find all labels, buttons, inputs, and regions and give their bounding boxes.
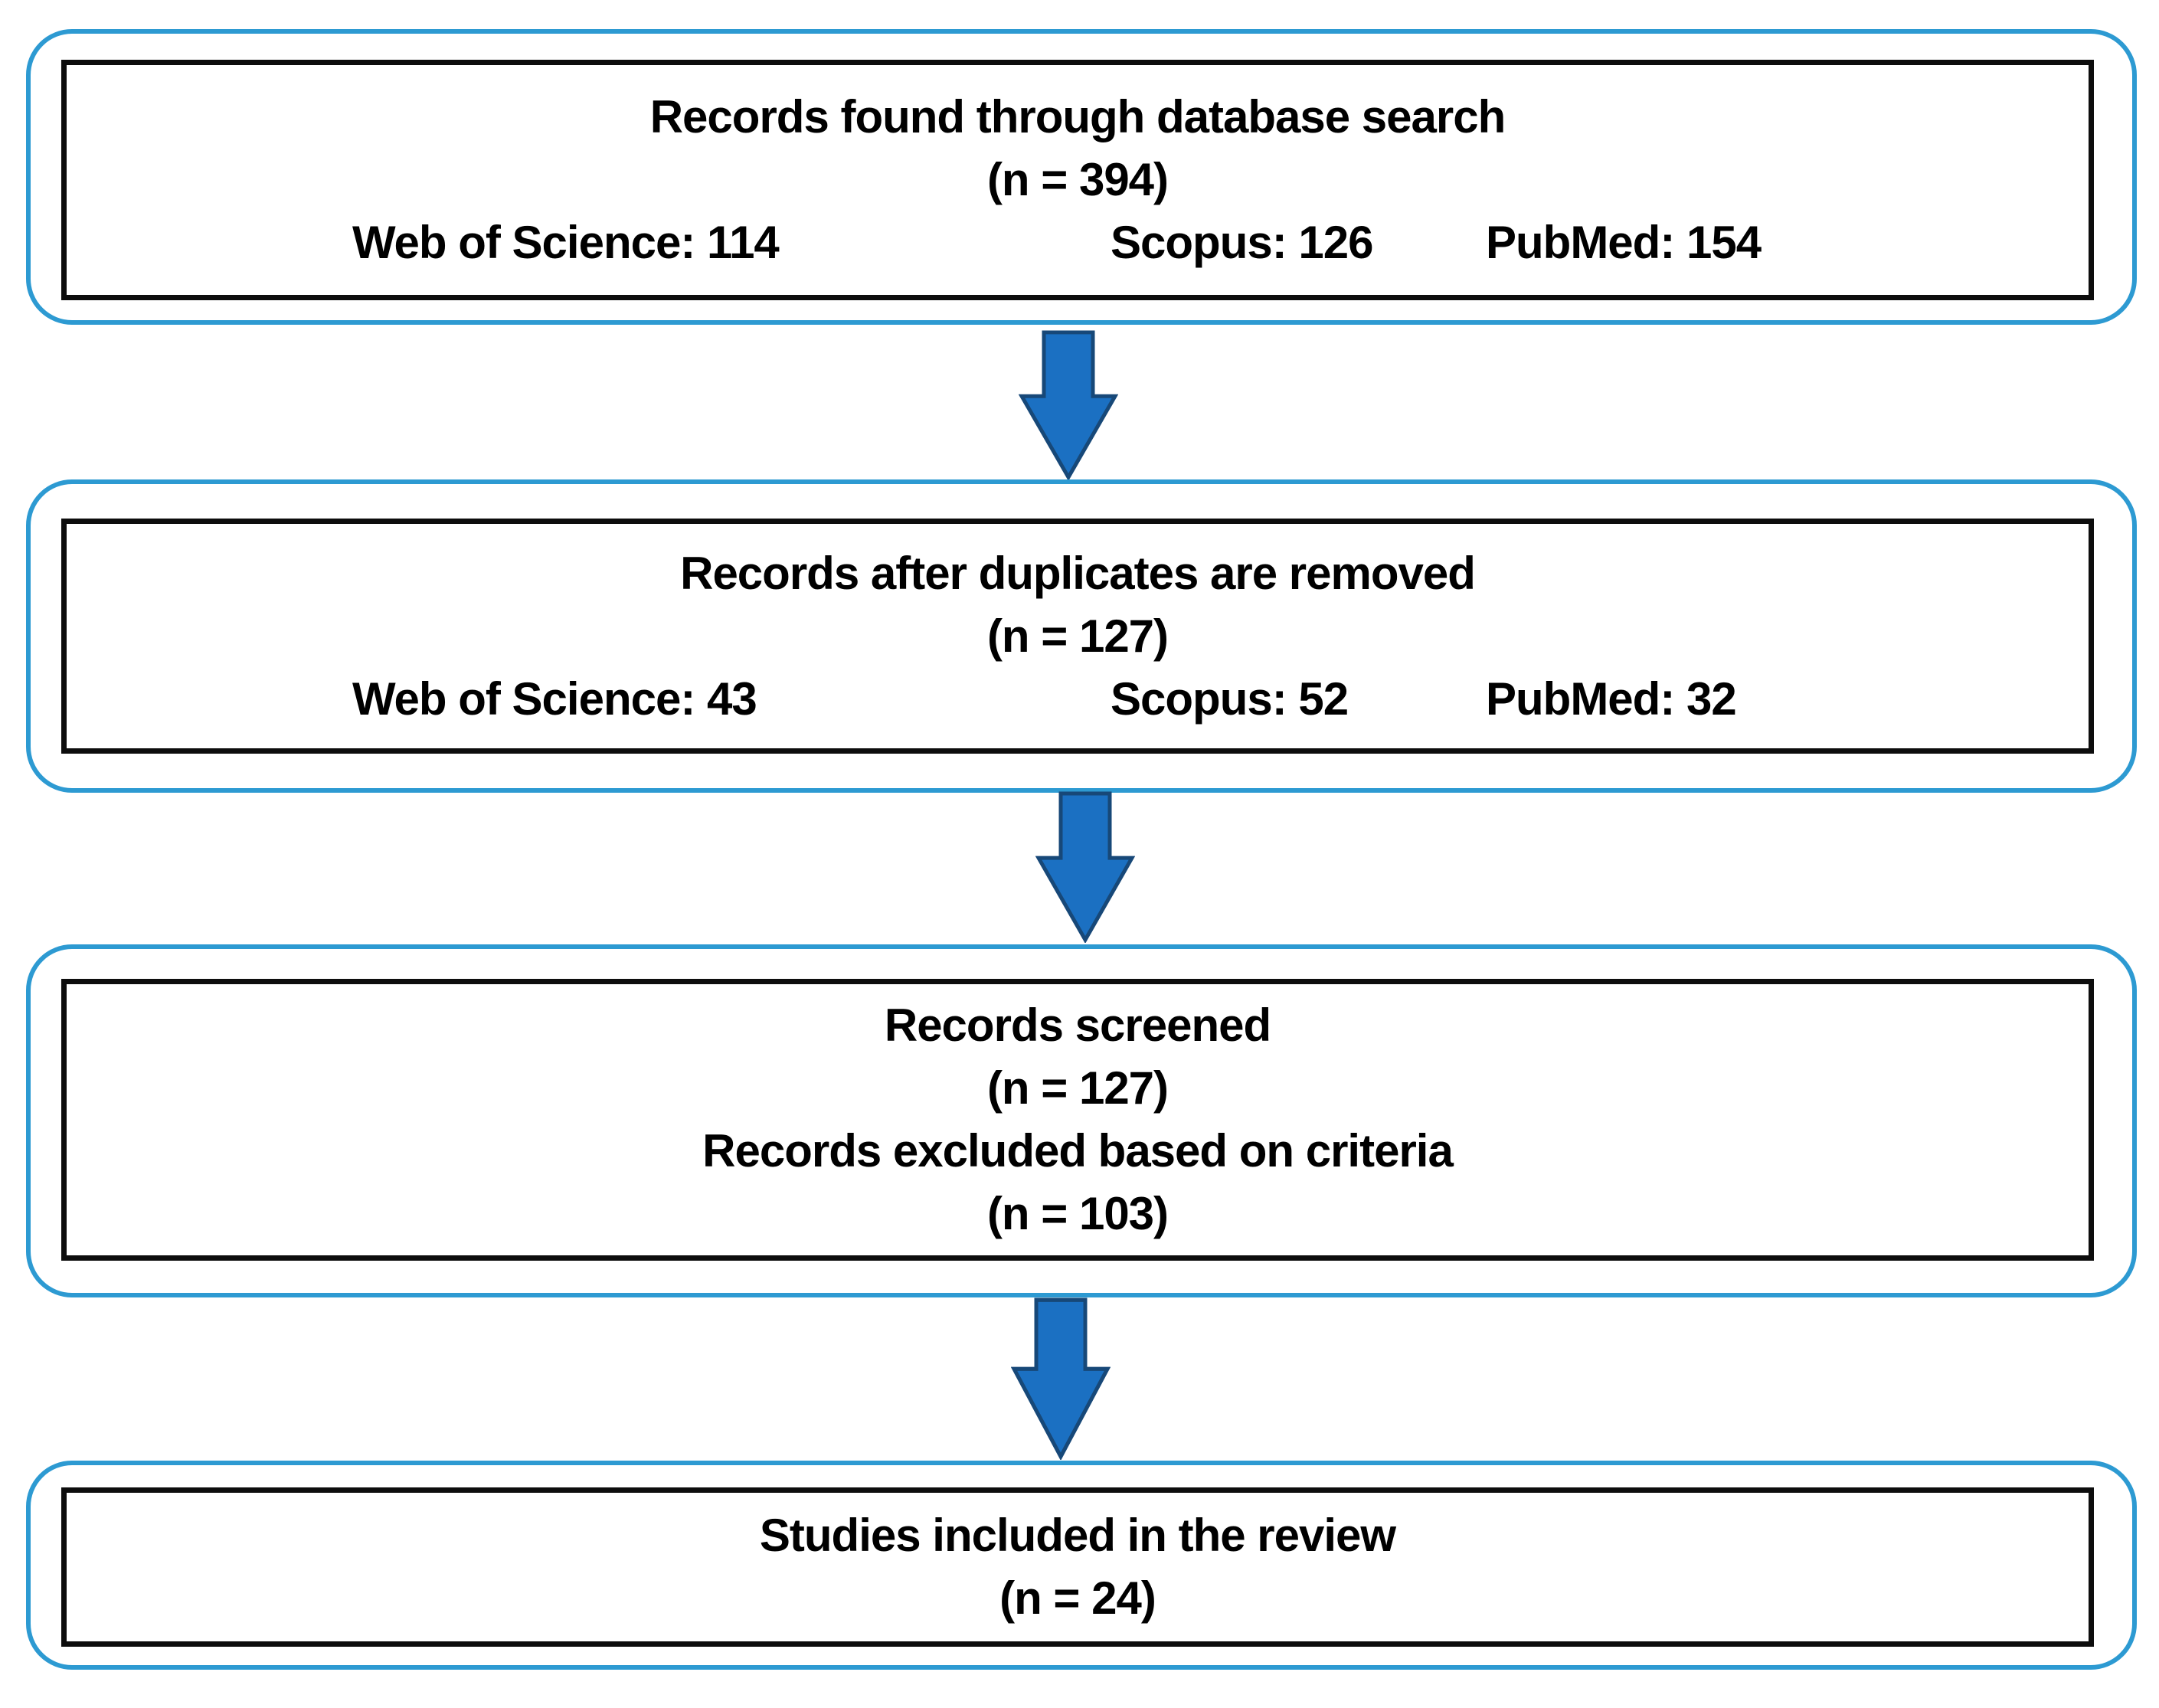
duplicates-removed-source-scopus: Scopus: 52 — [1111, 672, 1349, 725]
records-excluded-title: Records excluded based on criteria — [702, 1125, 1454, 1176]
duplicates-removed-source-pubmed: PubMed: 32 — [1486, 672, 1737, 725]
records-found-source-web-of-science: Web of Science: 114 — [352, 217, 780, 268]
studies-included-count: (n = 24) — [999, 1572, 1156, 1624]
down-arrow-shape — [1019, 330, 1118, 480]
down-arrow-icon — [1011, 1297, 1111, 1460]
down-arrow-icon — [1019, 330, 1118, 480]
records-screened-count: (n = 127) — [986, 1062, 1169, 1114]
duplicates-removed-box: Records after duplicates are removed (n … — [61, 519, 2094, 754]
records-found-sources-row: Web of Science: 114 Scopus: 126 PubMed: … — [67, 211, 2089, 274]
down-arrow-icon — [1035, 791, 1135, 943]
records-screened-box: Records screened (n = 127) Records exclu… — [61, 979, 2094, 1261]
studies-included-box: Studies included in the review (n = 24) — [61, 1487, 2094, 1647]
duplicates-removed-sources-row: Web of Science: 43 Scopus: 52 PubMed: 32 — [67, 668, 2089, 731]
duplicates-removed-title: Records after duplicates are removed — [680, 547, 1476, 599]
down-arrow-shape — [1011, 1297, 1111, 1460]
records-found-title: Records found through database search — [649, 91, 1506, 142]
records-found-source-scopus: Scopus: 126 — [1111, 217, 1373, 268]
records-found-box: Records found through database search (n… — [61, 60, 2094, 300]
records-found-count: (n = 394) — [986, 154, 1169, 205]
down-arrow-shape — [1035, 791, 1135, 943]
duplicates-removed-count: (n = 127) — [986, 610, 1169, 662]
records-found-source-pubmed: PubMed: 154 — [1486, 217, 1762, 268]
duplicates-removed-source-web-of-science: Web of Science: 43 — [352, 672, 757, 725]
records-screened-title: Records screened — [884, 1000, 1271, 1051]
studies-included-title: Studies included in the review — [759, 1510, 1396, 1561]
records-excluded-count: (n = 103) — [986, 1188, 1169, 1239]
